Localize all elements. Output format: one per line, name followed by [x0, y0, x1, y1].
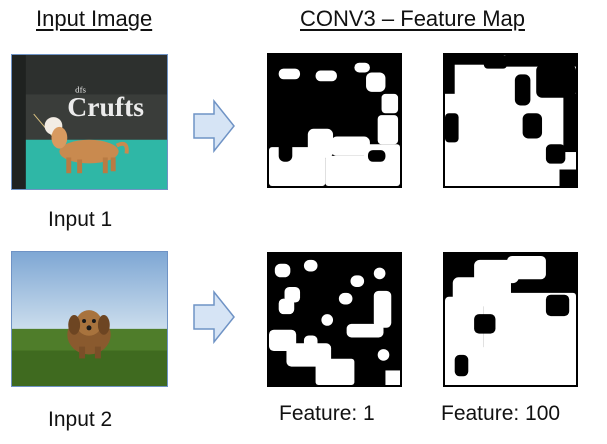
input-1-label: Input 1	[48, 208, 113, 231]
arrow-icon	[193, 289, 235, 345]
svg-text:Crufts: Crufts	[67, 91, 144, 122]
feature-map-input-1-feature-100	[443, 53, 578, 188]
input-1-photo: dfs Crufts	[11, 54, 168, 190]
feature-label-1: Feature: 1	[279, 402, 375, 425]
feature-map-input-2-feature-100	[443, 252, 578, 387]
arrow-icon	[193, 98, 235, 154]
feature-map-input-1-feature-1	[267, 53, 402, 188]
feature-label-100: Feature: 100	[441, 402, 561, 425]
input-2-label: Input 2	[48, 408, 113, 431]
input-2-photo	[11, 251, 168, 387]
input-image-heading: Input Image	[36, 6, 153, 31]
feature-map-heading: CONV3 – Feature Map	[300, 6, 525, 31]
svg-text:dfs: dfs	[75, 84, 86, 94]
feature-map-input-2-feature-1	[267, 252, 402, 387]
